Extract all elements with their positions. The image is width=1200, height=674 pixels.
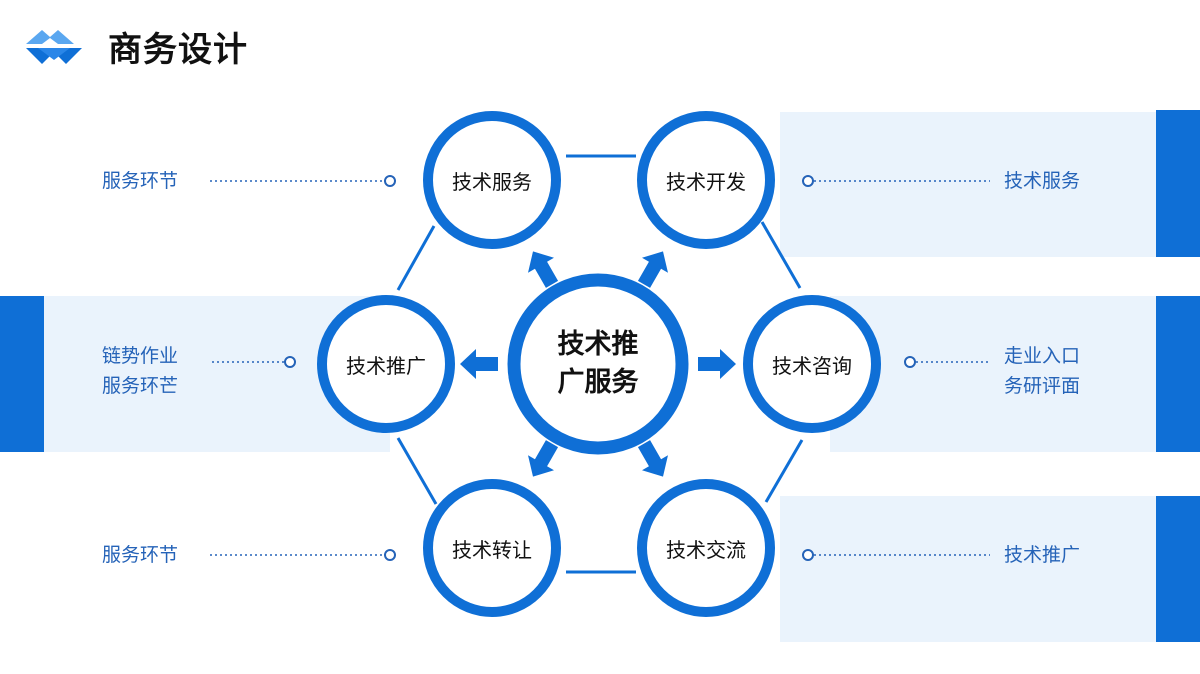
node-label-top-left: 技术服务 (452, 170, 532, 194)
connector-top-left (396, 225, 436, 291)
accent-bar-left-middle (0, 296, 44, 452)
center-label-line-2: 广服务 (557, 367, 639, 398)
arrow-down-right-icon (637, 440, 668, 477)
side-label-right-top: 技术服务 (1004, 170, 1081, 192)
side-label-right-middle-line-2: 务研评面 (1004, 375, 1081, 397)
center-node-label: 技术推 广服务 (528, 326, 668, 402)
node-label-bottom-right: 技术交流 (666, 538, 746, 562)
accent-bar-right-bottom (1156, 496, 1200, 642)
leader-dot-left-top (384, 175, 396, 187)
accent-bar-right-middle (1156, 296, 1200, 452)
node-circle-left (317, 295, 455, 433)
node-circle-right (743, 295, 881, 433)
arrows (460, 251, 736, 477)
band-right-bottom (780, 496, 1156, 642)
arrow-up-left-icon (528, 251, 559, 288)
node-label-left: 技术推广 (346, 354, 426, 378)
arrow-right-icon (698, 349, 736, 379)
node-circle-top-left (423, 111, 561, 249)
arrow-down-left-icon (528, 440, 559, 477)
leader-dot-left-middle (284, 356, 296, 368)
band-right-top (780, 112, 1156, 257)
side-label-right-bottom: 技术推广 (1004, 544, 1081, 566)
side-label-left-middle: 链势作业 服务环芒 (102, 341, 178, 401)
center-node-circle (507, 273, 689, 455)
ring-connectors (396, 154, 804, 574)
leader-dot-left-bottom (384, 549, 396, 561)
side-label-left-middle-line-2: 服务环芒 (102, 375, 179, 397)
side-label-left-bottom: 服务环节 (102, 544, 179, 566)
band-right-middle (830, 296, 1156, 452)
side-label-right-middle: 走业入口 务研评面 (1004, 341, 1080, 401)
connector-top-right (760, 221, 802, 289)
leader-lines (210, 180, 990, 556)
node-circle-top-right (637, 111, 775, 249)
arrow-left-icon (460, 349, 498, 379)
center-label-line-1: 技术推 (557, 329, 639, 360)
node-label-right: 技术咨询 (772, 354, 852, 378)
leader-dot-right-middle (904, 356, 916, 368)
page-title: 商务设计 (108, 30, 248, 70)
leader-dots (284, 175, 916, 561)
connector-bottom-right (764, 439, 804, 503)
side-label-left-middle-line-1: 链势作业 (102, 345, 179, 367)
leader-dot-right-bottom (802, 549, 814, 561)
connector-bottom-left (396, 437, 438, 505)
leader-dot-right-top (802, 175, 814, 187)
side-label-right-middle-line-1: 走业入口 (1004, 345, 1081, 367)
outer-nodes (317, 111, 881, 617)
accent-bar-right-top (1156, 110, 1200, 257)
node-circle-bottom-right (637, 479, 775, 617)
blue-mountain-logo-icon (26, 26, 90, 70)
node-circle-bottom-left (423, 479, 561, 617)
node-label-top-right: 技术开发 (666, 170, 746, 194)
node-label-bottom-left: 技术转让 (452, 538, 532, 562)
arrow-up-right-icon (637, 251, 668, 288)
side-label-left-top: 服务环节 (102, 170, 179, 192)
